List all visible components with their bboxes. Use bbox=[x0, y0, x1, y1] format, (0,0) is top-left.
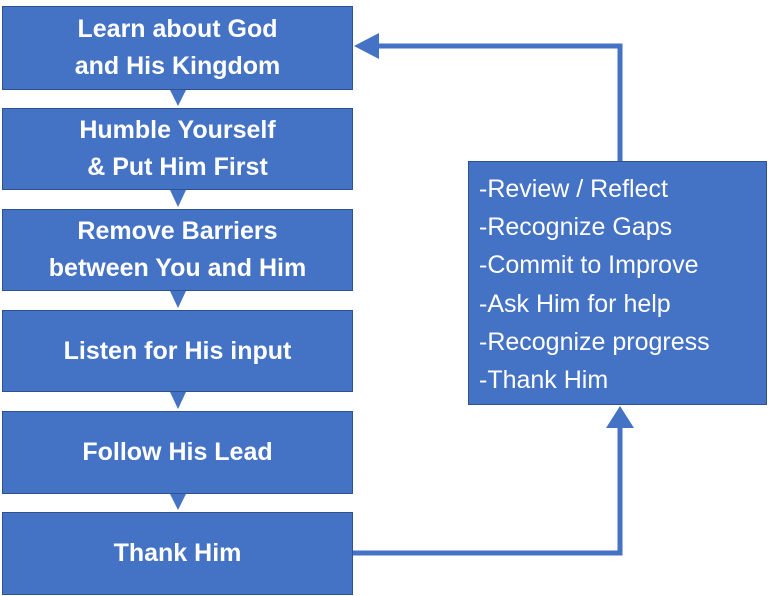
step-remove-barriers: Remove Barriers between You and Him bbox=[2, 209, 353, 291]
step-follow-his-lead: Follow His Lead bbox=[2, 411, 353, 494]
step-humble-yourself: Humble Yourself & Put Him First bbox=[2, 108, 353, 190]
review-box: -Review / Reflect -Recognize Gaps -Commi… bbox=[468, 161, 767, 405]
review-item: -Review / Reflect bbox=[479, 175, 668, 203]
left-arrow-head bbox=[354, 33, 379, 59]
step-label: Remove Barriers between You and Him bbox=[48, 217, 307, 282]
down-arrow bbox=[170, 494, 186, 510]
step-label: Follow His Lead bbox=[82, 438, 273, 466]
step-label: Humble Yourself & Put Him First bbox=[79, 116, 276, 181]
review-item: -Recognize Gaps bbox=[479, 213, 673, 242]
down-arrow bbox=[170, 190, 186, 207]
review-item: -Ask Him for help bbox=[479, 289, 671, 318]
review-item: -Recognize progress bbox=[479, 327, 710, 356]
step-arrows bbox=[170, 90, 186, 510]
step-learn-about-god: Learn about God and His Kingdom bbox=[2, 6, 353, 90]
step-label: Learn about God and His Kingdom bbox=[74, 15, 281, 80]
feedback-line-out bbox=[378, 43, 623, 161]
up-arrow-head bbox=[606, 406, 634, 428]
step-thank-him: Thank Him bbox=[2, 512, 353, 595]
step-listen-for-input: Listen for His input bbox=[2, 310, 353, 392]
feedback-line-in bbox=[353, 427, 623, 556]
down-arrow bbox=[170, 291, 186, 308]
step-label: Thank Him bbox=[113, 539, 242, 567]
down-arrow bbox=[170, 90, 186, 106]
step-label: Listen for His input bbox=[63, 336, 292, 365]
review-item: -Commit to Improve bbox=[479, 251, 699, 280]
review-item: -Thank Him bbox=[479, 366, 609, 395]
down-arrow bbox=[170, 392, 186, 409]
